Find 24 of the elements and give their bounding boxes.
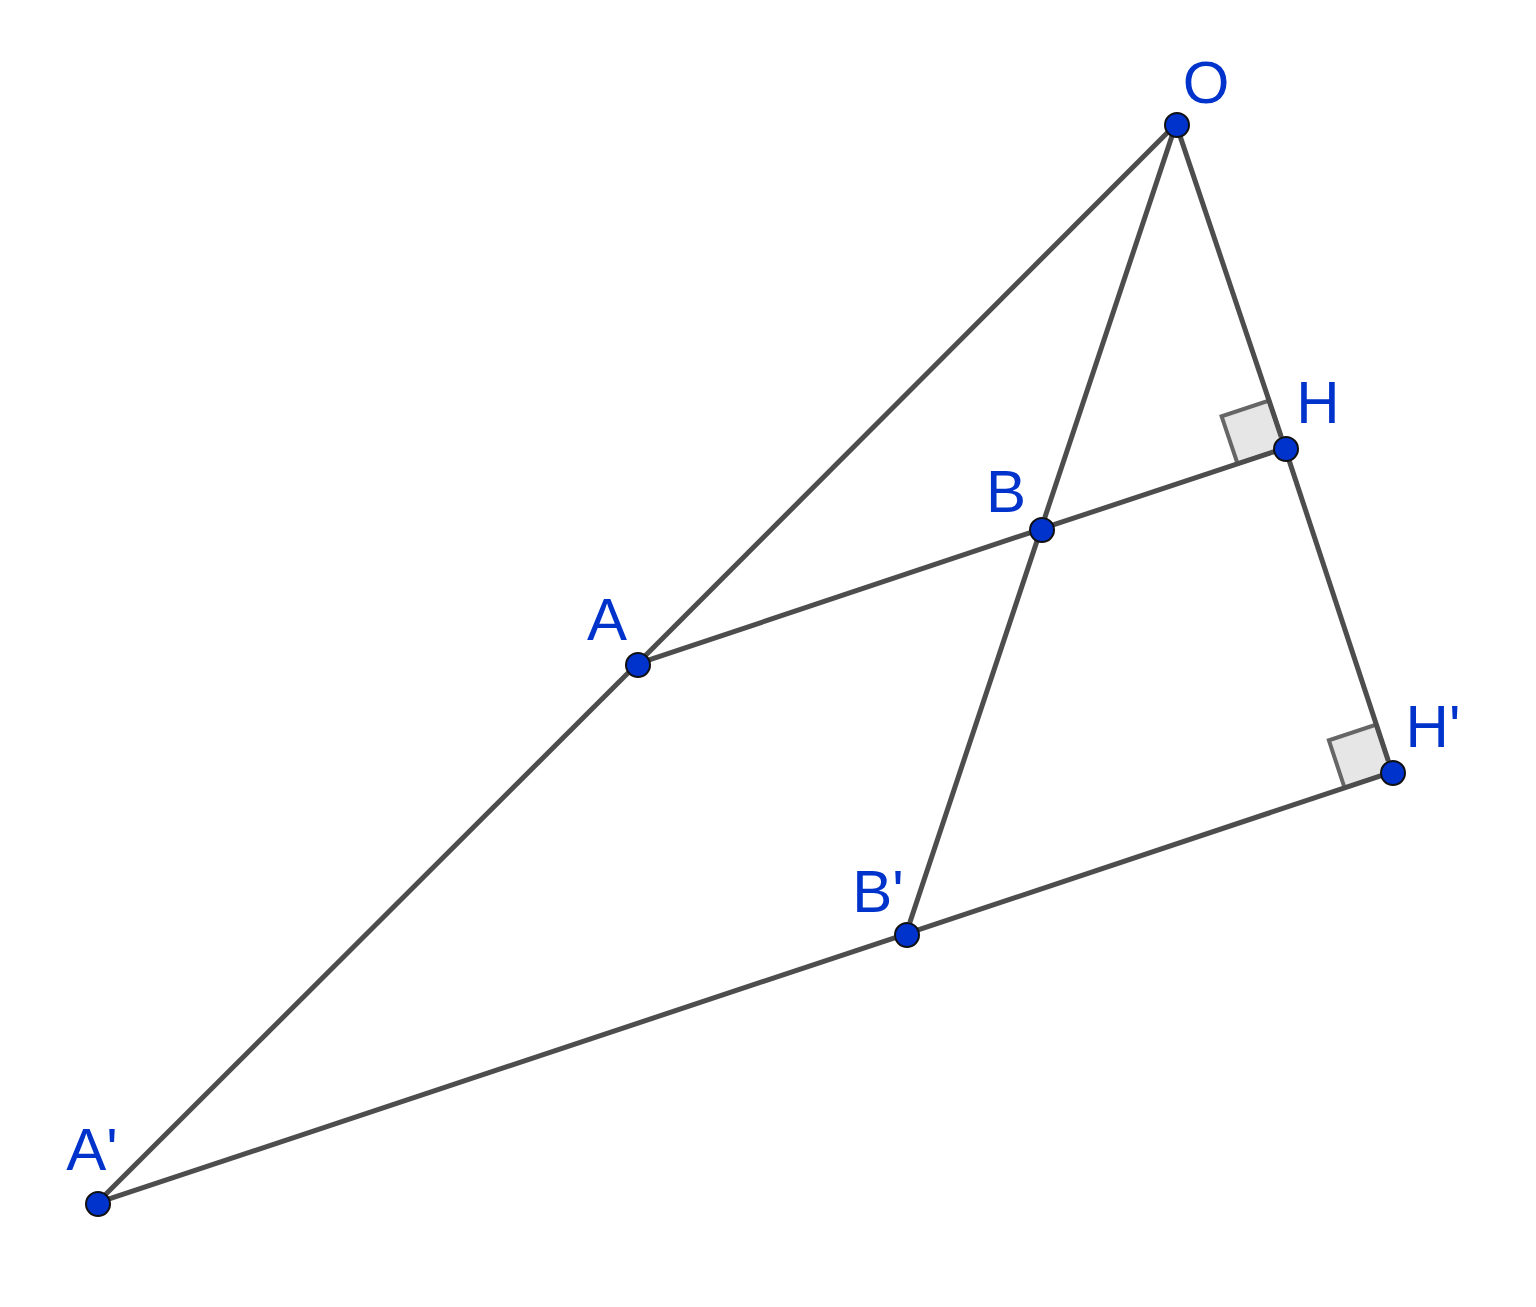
line-segment bbox=[107, 935, 896, 1202]
point-dot bbox=[1380, 760, 1406, 786]
line-segment bbox=[103, 670, 631, 1197]
point-label: H bbox=[1296, 373, 1340, 433]
line-segment bbox=[643, 130, 1170, 658]
point-dot bbox=[1029, 517, 1055, 543]
point-dot bbox=[894, 922, 920, 948]
point-label: O bbox=[1182, 53, 1230, 113]
point-label: A bbox=[587, 590, 627, 650]
point-label: B bbox=[986, 462, 1026, 522]
line-segment bbox=[907, 539, 1040, 924]
point-dot bbox=[85, 1191, 111, 1217]
line-segment bbox=[647, 530, 1031, 663]
line-segment bbox=[1051, 449, 1275, 528]
line-segment bbox=[1042, 134, 1175, 519]
point-dot bbox=[1273, 436, 1299, 462]
line-segment bbox=[1177, 134, 1284, 438]
point-label: H' bbox=[1405, 697, 1461, 757]
point-label: A' bbox=[66, 1120, 118, 1180]
line-segment bbox=[916, 773, 1382, 933]
point-dot bbox=[625, 652, 651, 678]
line-segment bbox=[1286, 458, 1391, 762]
point-dot bbox=[1164, 112, 1190, 138]
point-label: B' bbox=[852, 862, 904, 922]
